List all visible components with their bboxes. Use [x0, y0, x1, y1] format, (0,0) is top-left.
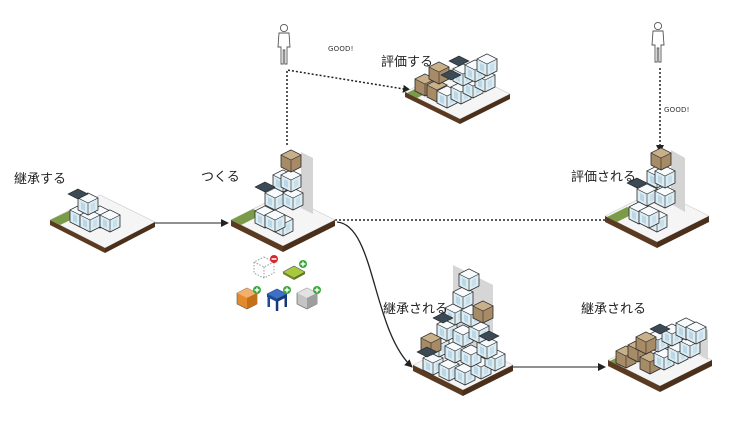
blue-table-added-icon	[266, 286, 291, 311]
label-make: つくる	[201, 170, 240, 185]
label-inherited-2: 継承される	[581, 302, 647, 317]
arrow-make-to-inherited	[336, 221, 413, 368]
gray-cube-added-icon	[296, 286, 321, 310]
arrow-make-to-evaluate	[286, 69, 411, 145]
person-silhouette-icon	[277, 23, 291, 65]
label-evaluated: 評価される	[571, 170, 637, 185]
model-inherit-start	[49, 188, 156, 253]
label-evaluate: 評価する	[381, 55, 434, 70]
cube-removed-icon	[253, 255, 278, 279]
green-plate-added-icon	[282, 260, 307, 280]
label-inherit: 継承する	[14, 172, 67, 187]
orange-cube-added-icon	[236, 286, 261, 310]
good-label: GOOD!	[328, 45, 354, 53]
model-inherited-tall	[412, 265, 514, 396]
add-remove-icons	[236, 255, 321, 311]
model-evaluate	[404, 53, 511, 124]
model-inherited-right	[607, 317, 713, 392]
model-make	[230, 149, 336, 252]
person-silhouette-icon	[651, 21, 665, 63]
model-evaluated	[604, 147, 710, 248]
label-inherited-1: 継承される	[383, 302, 449, 317]
connectors	[155, 68, 664, 371]
good-label: GOOD!	[664, 106, 690, 114]
